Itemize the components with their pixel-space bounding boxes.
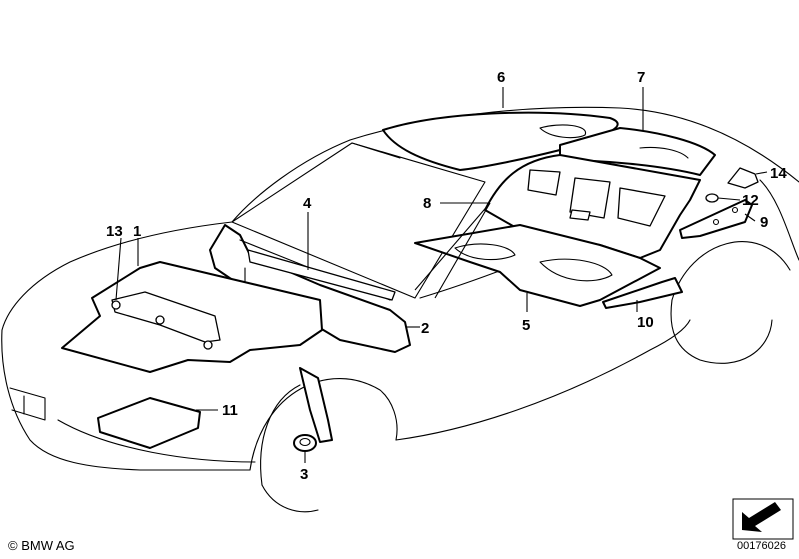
callout-10: 10: [637, 314, 654, 331]
callout-1: 1: [133, 223, 141, 240]
part-sill-strip: [602, 277, 683, 309]
callout-11: 11: [222, 402, 238, 419]
callout-9: 9: [760, 214, 768, 231]
callout-12: 12: [742, 192, 759, 209]
part-clip: [705, 193, 719, 203]
callout-8: 8: [423, 195, 431, 212]
callout-5: 5: [522, 317, 530, 334]
part-grommet: [293, 434, 317, 452]
diagram-reference-number: 00176026: [737, 540, 786, 552]
callout-7: 7: [637, 69, 645, 86]
copyright-text: © BMW AG: [8, 538, 75, 553]
callout-3: 3: [300, 466, 308, 483]
part-pad: [97, 397, 201, 449]
callout-2: 2: [421, 320, 429, 337]
part-cowl-trim: [247, 249, 396, 301]
part-wheelhouse-liner: [299, 367, 333, 443]
part-cover: [727, 167, 759, 189]
car-body-outline: [1, 106, 799, 513]
callout-14: 14: [770, 165, 787, 182]
callout-13: 13: [106, 223, 123, 240]
direction-arrow-icon: [732, 498, 794, 540]
leader-lines: [115, 87, 768, 463]
part-floor-carpet: [414, 224, 661, 307]
callout-6: 6: [497, 69, 505, 86]
callout-4: 4: [303, 195, 312, 212]
